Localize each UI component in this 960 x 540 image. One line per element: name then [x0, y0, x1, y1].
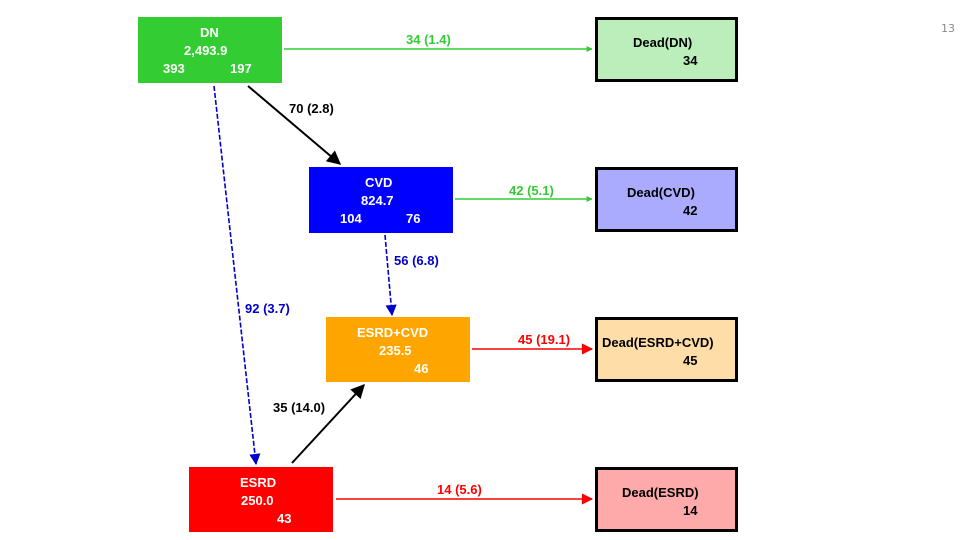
state-dn-total: 2,493.9	[184, 43, 228, 58]
arrow-dn-to-esrd	[213, 85, 261, 466]
state-dn-right-count: 197	[230, 61, 252, 76]
state-dn-name: DN	[200, 25, 219, 40]
state-cvd-left-count: 104	[340, 211, 362, 226]
state-esrd-total: 250.0	[241, 493, 274, 508]
label-esrd-to-esrd-cvd: 35 (14.0)	[273, 400, 326, 415]
state-esrd-cvd-total: 235.5	[379, 343, 412, 358]
state-esrd-cvd-right-count: 46	[414, 361, 429, 376]
dead-state-dn-name: Dead(DN)	[633, 35, 693, 50]
label-dn-to-dead: 34 (1.4)	[406, 32, 451, 47]
dead-state-cvd: Dead(CVD) 42	[595, 167, 738, 232]
label-cvd-to-dead: 42 (5.1)	[509, 183, 554, 198]
arrow-esrd-to-esrd-cvd	[291, 383, 365, 464]
dead-state-esrd-cvd-count: 45	[683, 353, 698, 368]
arrow-cvd-to-esrd-cvd	[384, 234, 397, 317]
label-cvd-to-esrd-cvd: 56 (6.8)	[394, 253, 439, 268]
state-cvd-total: 824.7	[361, 193, 394, 208]
dead-state-esrd-cvd-name: Dead(ESRD+CVD)	[602, 335, 714, 350]
state-esrd-right-count: 43	[277, 511, 292, 526]
state-esrd-cvd-name: ESRD+CVD	[357, 325, 429, 340]
dead-state-esrd-count: 14	[683, 503, 698, 518]
dead-state-cvd-count: 42	[683, 203, 698, 218]
state-esrd: ESRD 250.0 43	[189, 467, 333, 532]
dead-state-esrd: Dead(ESRD) 14	[595, 467, 738, 532]
state-cvd-right-count: 76	[406, 211, 421, 226]
state-cvd: CVD 824.7 104 76	[309, 167, 453, 233]
state-esrd-name: ESRD	[240, 475, 277, 490]
dead-state-cvd-name: Dead(CVD)	[627, 185, 695, 200]
state-cvd-name: CVD	[365, 175, 393, 190]
dead-state-esrd-cvd: Dead(ESRD+CVD) 45	[595, 317, 738, 382]
dead-state-dn: Dead(DN) 34	[595, 17, 738, 82]
state-dn-left-count: 393	[163, 61, 185, 76]
state-dn: DN 2,493.9 393 197	[138, 17, 282, 83]
dead-state-esrd-name: Dead(ESRD)	[622, 485, 699, 500]
label-esrd-cvd-to-dead: 45 (19.1)	[518, 332, 571, 347]
label-dn-to-cvd: 70 (2.8)	[289, 101, 334, 116]
state-esrd-cvd: ESRD+CVD 235.5 46	[326, 317, 470, 382]
slide-number: 13	[941, 22, 955, 35]
arrow-dn-to-cvd	[247, 85, 342, 165]
dead-state-dn-count: 34	[683, 53, 698, 68]
label-esrd-to-dead: 14 (5.6)	[437, 482, 482, 497]
label-dn-to-esrd: 92 (3.7)	[245, 301, 290, 316]
